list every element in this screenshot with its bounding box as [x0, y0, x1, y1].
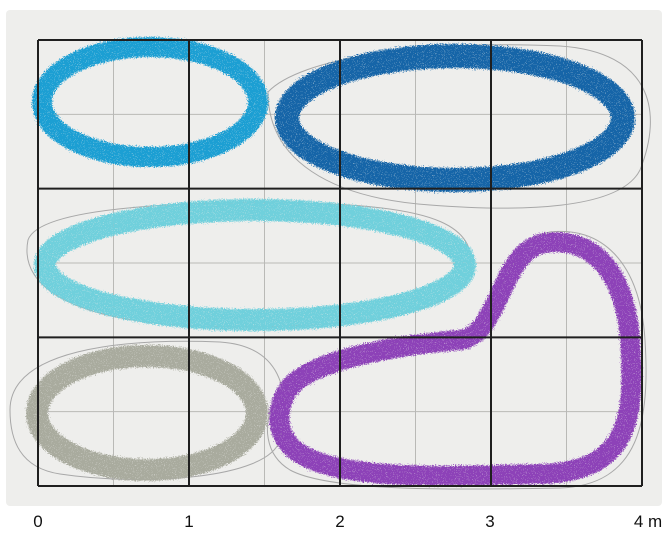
purple-loop	[269, 232, 642, 486]
axis-tick-label-3: 3	[485, 512, 495, 531]
axis-tick-label-1: 1	[184, 512, 194, 531]
cyan-loop	[34, 199, 476, 331]
axis-tick-label-4m: 4 m	[633, 512, 663, 531]
axis-tick-label-0: 0	[33, 512, 43, 531]
dark-blue-loop	[275, 44, 635, 192]
axis-tick-label-2: 2	[335, 512, 345, 531]
paper-background	[6, 10, 662, 506]
major-grid	[37, 39, 643, 487]
light-blue-loop	[32, 37, 268, 167]
